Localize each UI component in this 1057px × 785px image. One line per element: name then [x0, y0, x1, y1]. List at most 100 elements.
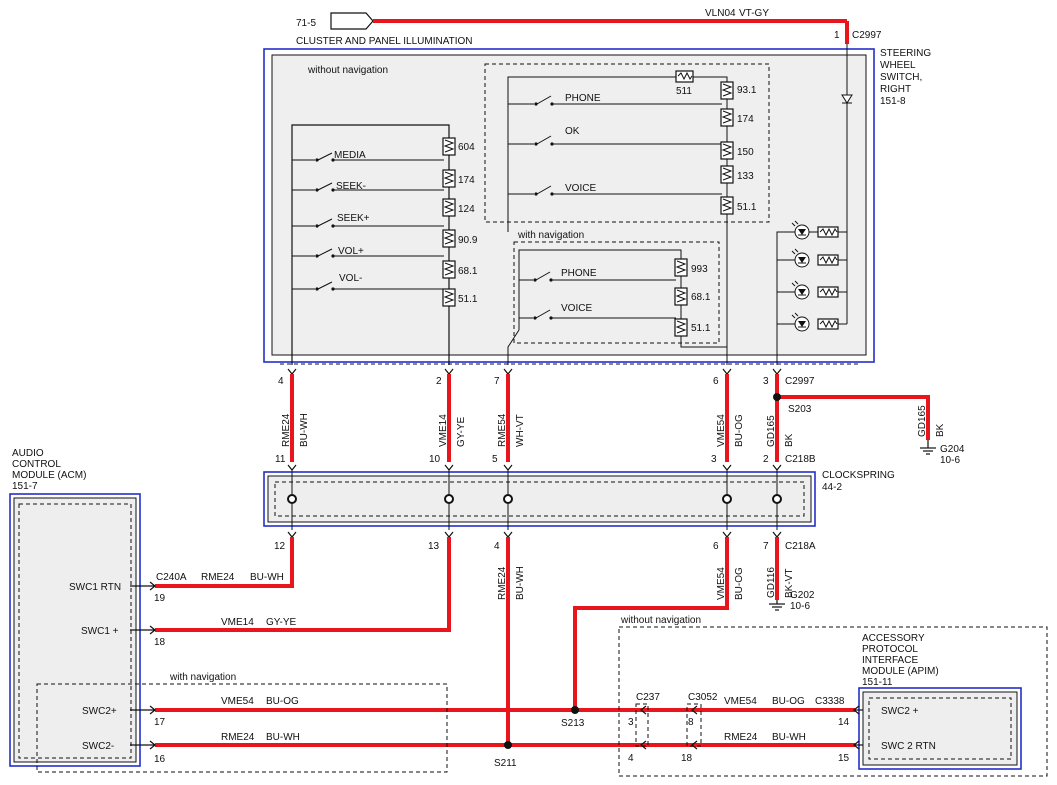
acm-title-3: MODULE (ACM) — [12, 470, 86, 481]
resistor-value: 68.1 — [458, 266, 478, 277]
clockspring-name: CLOCKSPRING — [822, 470, 895, 481]
resistor-value: 90.9 — [458, 235, 478, 246]
g204-wire-color: BK — [935, 423, 946, 437]
splice-s213 — [571, 706, 579, 714]
switch-label-ok: OK — [565, 126, 580, 137]
resistor: 124 — [442, 198, 475, 217]
c218a-pin: 4 — [494, 541, 500, 552]
c237-pin-bottom: 4 — [628, 753, 634, 764]
resistor: 150 — [720, 141, 754, 160]
resistor-value: 124 — [458, 204, 475, 215]
resistor: 604 — [442, 137, 475, 156]
with-nav-dashed-box — [513, 241, 720, 344]
c2997-pin: 6 — [713, 376, 719, 387]
g202-ref: 10-6 — [790, 601, 810, 612]
resistor-value: 150 — [737, 147, 754, 158]
led-icon — [791, 220, 810, 240]
switch-label-seek-minus: SEEK- — [336, 181, 366, 192]
resistor-value-511: 511 — [676, 86, 692, 97]
c218a-pin: 13 — [428, 541, 440, 552]
c218a-pin: 7 — [763, 541, 769, 552]
resistor: 133 — [720, 165, 754, 184]
connector-ref: 71-5 — [296, 18, 316, 29]
diode-icon — [841, 94, 853, 104]
wire-label-circuit: VME14 — [438, 414, 449, 447]
g204-wire-circuit: GD165 — [917, 405, 928, 437]
right-rung: PHONE — [508, 93, 722, 106]
c2997-pin: 7 — [494, 376, 500, 387]
switch-label-media: MEDIA — [334, 150, 366, 161]
pin-label: SWC2 + — [881, 706, 919, 717]
apim-title-2: PROTOCOL — [862, 644, 918, 655]
left-rung: VOL- — [292, 273, 444, 291]
apim-inner — [868, 697, 1012, 760]
wire-rme24-swc1rtn — [155, 537, 294, 588]
ground-g204-icon — [920, 440, 936, 455]
wire-label-color: BU-WH — [250, 572, 284, 583]
wire-label-color: BK — [784, 433, 795, 447]
s213-label: S213 — [561, 718, 585, 729]
c2997-pin: 2 — [436, 376, 442, 387]
resistor — [817, 318, 839, 330]
s203-label: S203 — [788, 404, 812, 415]
led-icon — [791, 312, 810, 332]
wire-label-circuit: GD165 — [766, 415, 777, 447]
resistor-value: 93.1 — [737, 85, 757, 96]
swr-title-1: STEERING — [880, 48, 931, 59]
splice-s211 — [504, 741, 512, 749]
pin-number: 19 — [154, 593, 166, 604]
c2997-pin-1: 1 — [834, 30, 840, 41]
pin-label: SWC2+ — [82, 706, 117, 717]
resistor: 90.9 — [442, 229, 478, 248]
swr-title-2: WHEEL — [880, 60, 916, 71]
pin-number: 17 — [154, 717, 166, 728]
pin-label: SWC2- — [82, 741, 114, 752]
wire-label-color: GY-YE — [456, 416, 467, 447]
wire-label-color: BK-VT — [784, 569, 795, 598]
with-nav-switch-bank: PHONE VOICE 993 68.1 51.1 — [507, 216, 728, 365]
resistor: 51.1 — [720, 196, 757, 215]
pin-number: 15 — [838, 753, 850, 764]
clockspring-ref: 44-2 — [822, 482, 842, 493]
c237-pin-top: 3 — [628, 717, 634, 728]
acm-pin-swc2minus: SWC2- 16 — [82, 740, 166, 765]
switch-label-phone: PHONE — [565, 93, 601, 104]
resistor: 68.1 — [674, 287, 711, 306]
switch-label-vol-minus: VOL- — [339, 273, 362, 284]
wire-label-color: BU-OG — [266, 696, 299, 707]
clockspring-outline — [263, 471, 816, 527]
led-illumination-bank — [776, 44, 853, 365]
apim-without-nav-box — [618, 626, 1048, 777]
resistor-value: 604 — [458, 142, 475, 153]
g202-name: G202 — [790, 590, 815, 601]
connector-arrow-icon — [330, 12, 374, 30]
wire-label-circuit: VME54 — [724, 696, 757, 707]
wire-label-circuit: RME24 — [724, 732, 758, 743]
acm-body — [13, 497, 137, 763]
apim-without-nav-label: without navigation — [620, 615, 701, 626]
cluster-illumination-connector: 71-5 CLUSTER AND PANEL ILLUMINATION — [296, 12, 473, 47]
c218a-pins: 12 13 4 6 7 C218A — [274, 531, 816, 552]
apim-title-5: 151-11 — [862, 677, 893, 688]
c237-connector: C237 3 4 — [628, 692, 660, 764]
c218b-pin: 5 — [492, 454, 498, 465]
nav-rung: VOICE — [519, 303, 676, 320]
left-rung: VOL+ — [292, 246, 444, 258]
led-icon — [791, 248, 810, 268]
resistor — [817, 254, 839, 266]
acm-title-1: AUDIO — [12, 448, 44, 459]
acm-with-nav-label: with navigation — [169, 672, 236, 683]
wire-vln04-circuit: VLN04 — [705, 8, 736, 19]
clockspring-terminals — [287, 470, 782, 530]
swr-title-3: SWITCH, — [880, 72, 922, 83]
wire-label-color: BU-OG — [772, 696, 805, 707]
wire-label-circuit: RME54 — [497, 413, 508, 447]
c3338-label: C3338 — [815, 696, 845, 707]
pin-label: SWC1 + — [81, 626, 119, 637]
wire-label-circuit: VME54 — [716, 567, 727, 600]
swr-title-4: RIGHT — [880, 84, 911, 95]
led-icon — [791, 280, 810, 300]
wire-vme54-s213 — [573, 537, 729, 710]
resistor: 68.1 — [442, 260, 478, 279]
right-rung: VOICE — [508, 183, 722, 196]
